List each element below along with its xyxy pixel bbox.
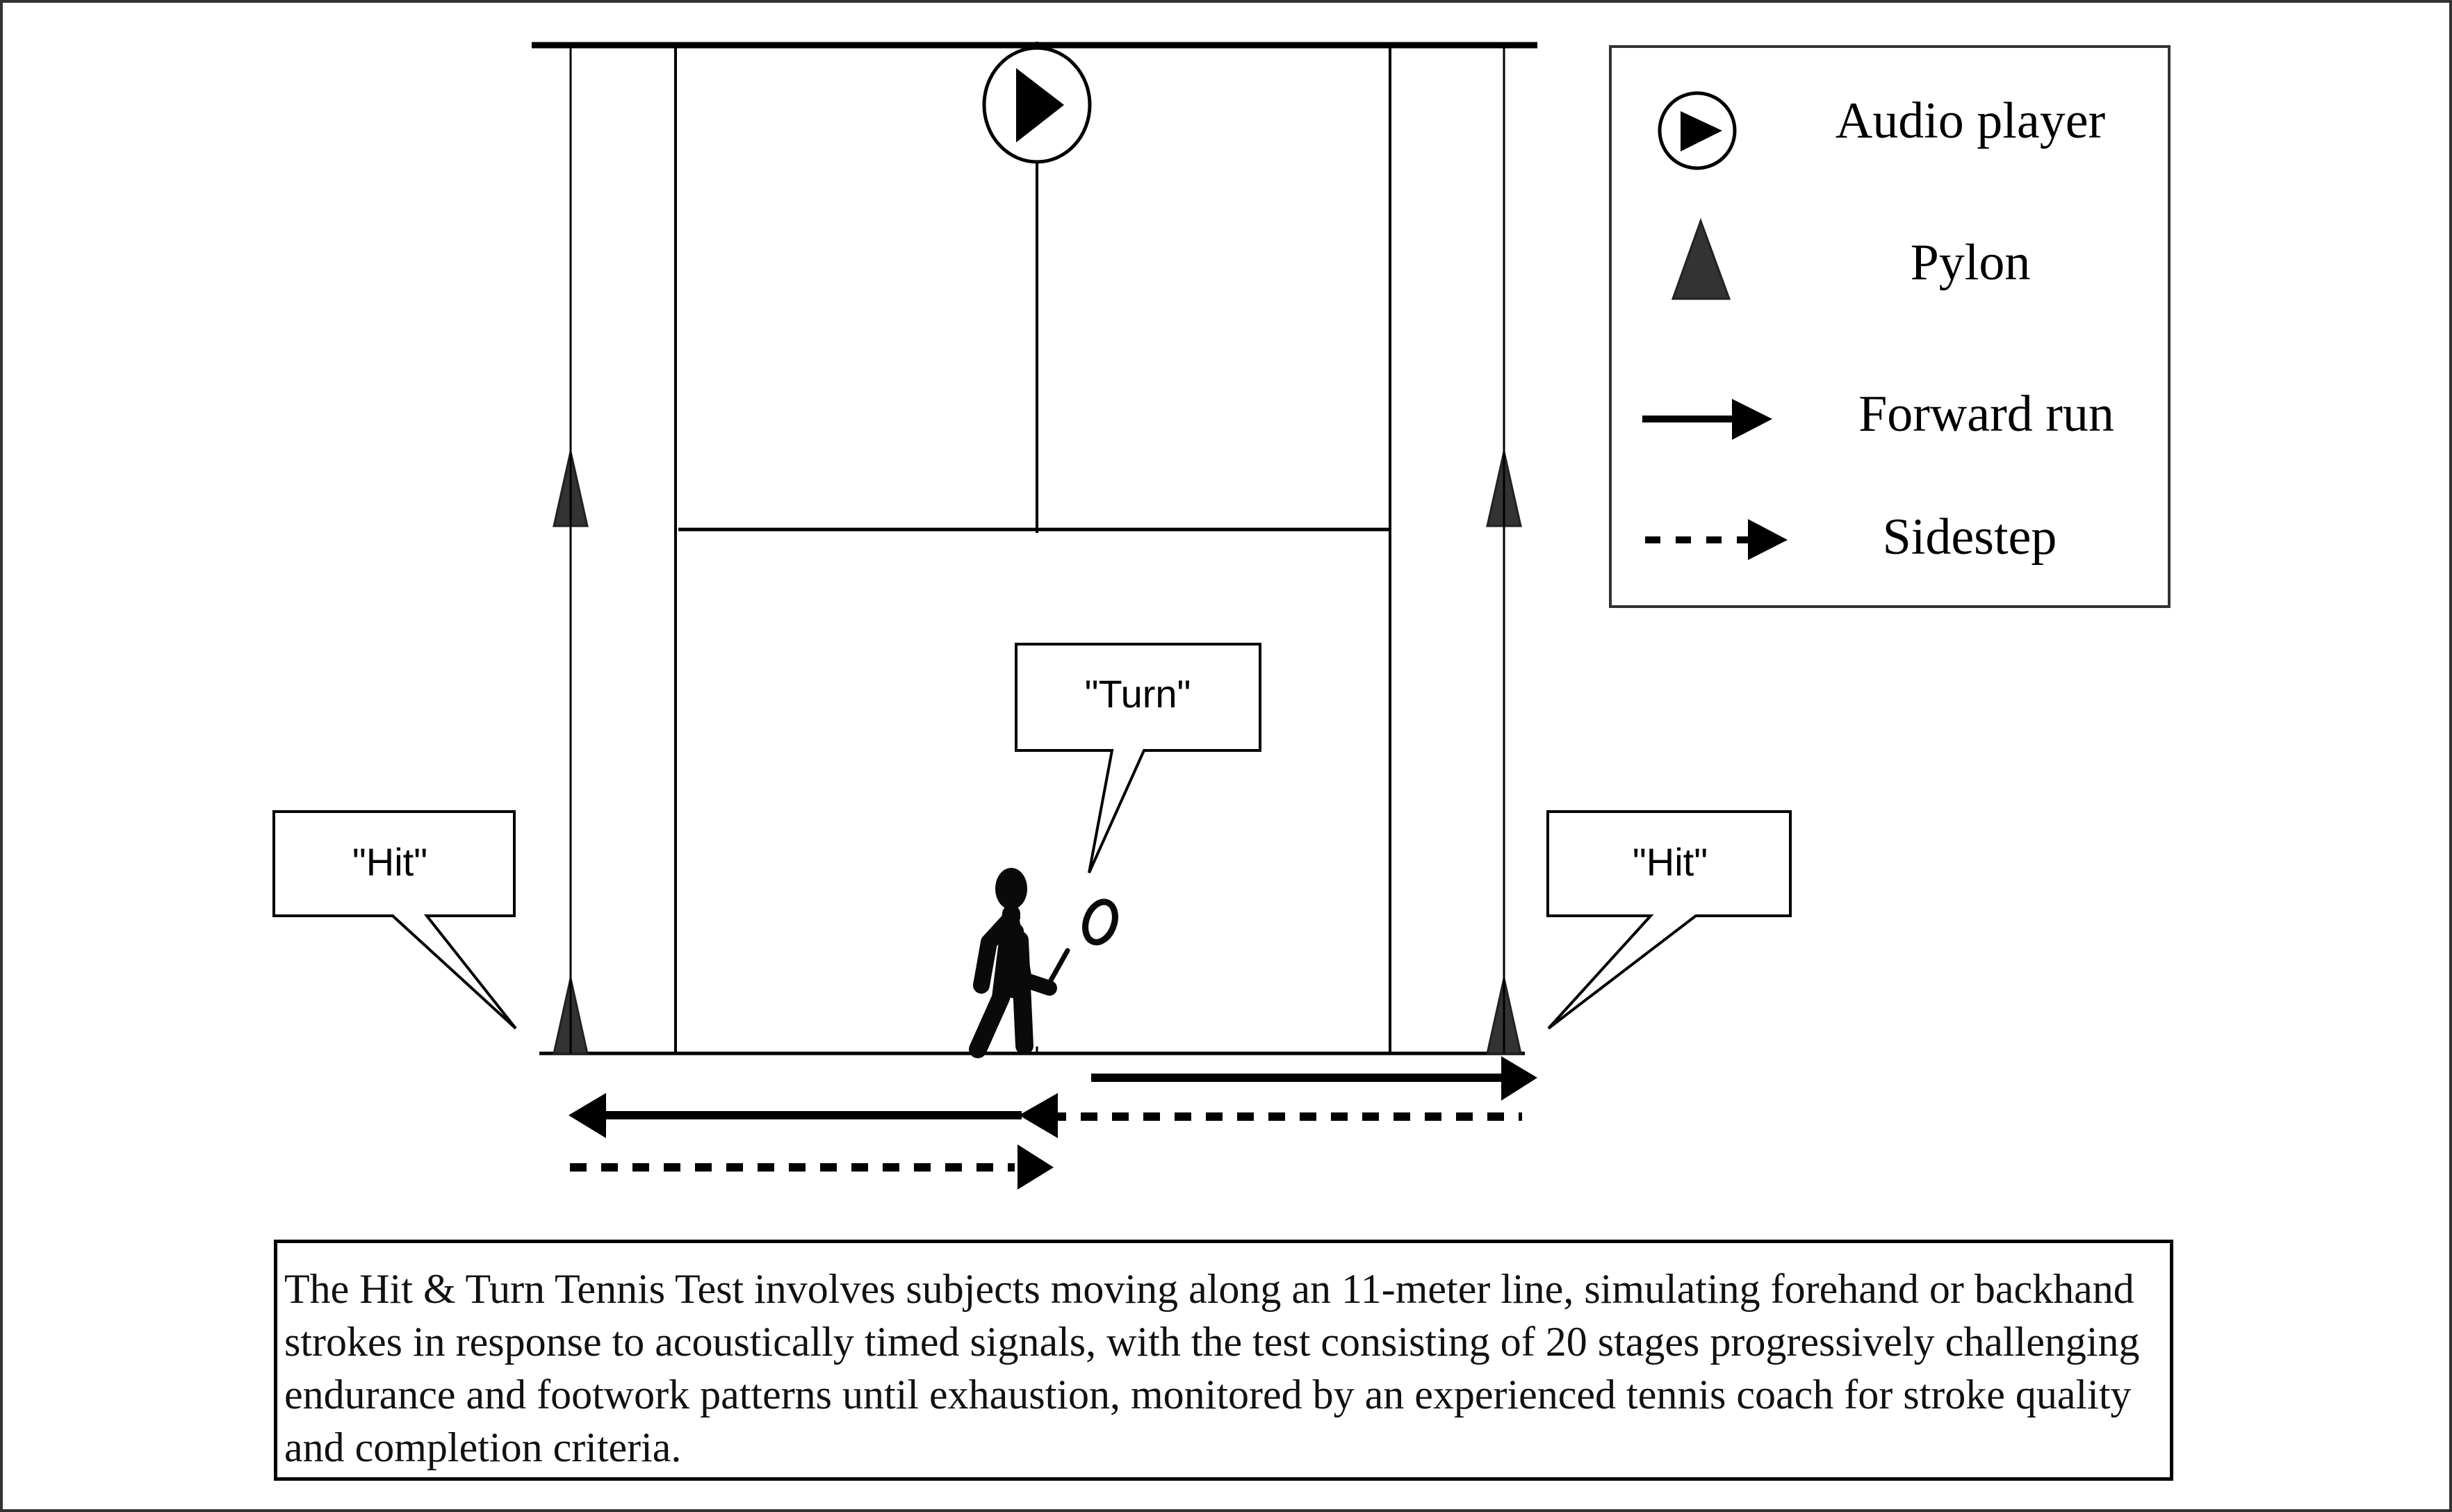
description-box: The Hit & Turn Tennis Test involves subj… [274,1240,2173,1481]
legend-label-sidestep: Sidestep [1883,509,2057,566]
solid-arrow-icon [1642,399,1772,440]
legend: Audio player Pylon Forward run Sidestep [1609,45,2171,608]
forward-run-arrow-left [569,1093,1022,1138]
hit-left-speech-bubble: "Hit" [272,810,517,1030]
audio-player-icon [982,46,1092,164]
pylon-icon [1671,217,1731,300]
hit-right-label: "Hit" [1633,840,1708,884]
movement-arrows [569,1056,1537,1190]
legend-label-forward-run: Forward run [1858,386,2114,443]
turn-speech-bubble: "Turn" [1015,643,1261,873]
sidestep-arrow-right [570,1144,1054,1190]
sidestep-arrow-left [1019,1093,1522,1138]
audio-player-icon [1658,91,1737,170]
hit-left-label: "Hit" [352,840,427,884]
forward-run-arrow-right [1091,1056,1537,1101]
legend-label-pylon: Pylon [1911,234,2031,291]
turn-label: "Turn" [1085,672,1191,716]
dashed-arrow-icon [1645,519,1788,560]
legend-label-audio-player: Audio player [1836,92,2105,149]
hit-right-speech-bubble: "Hit" [1546,810,1792,1030]
description-text: The Hit & Turn Tennis Test involves subj… [284,1266,2140,1470]
tennis-player-figure [969,868,1118,1058]
